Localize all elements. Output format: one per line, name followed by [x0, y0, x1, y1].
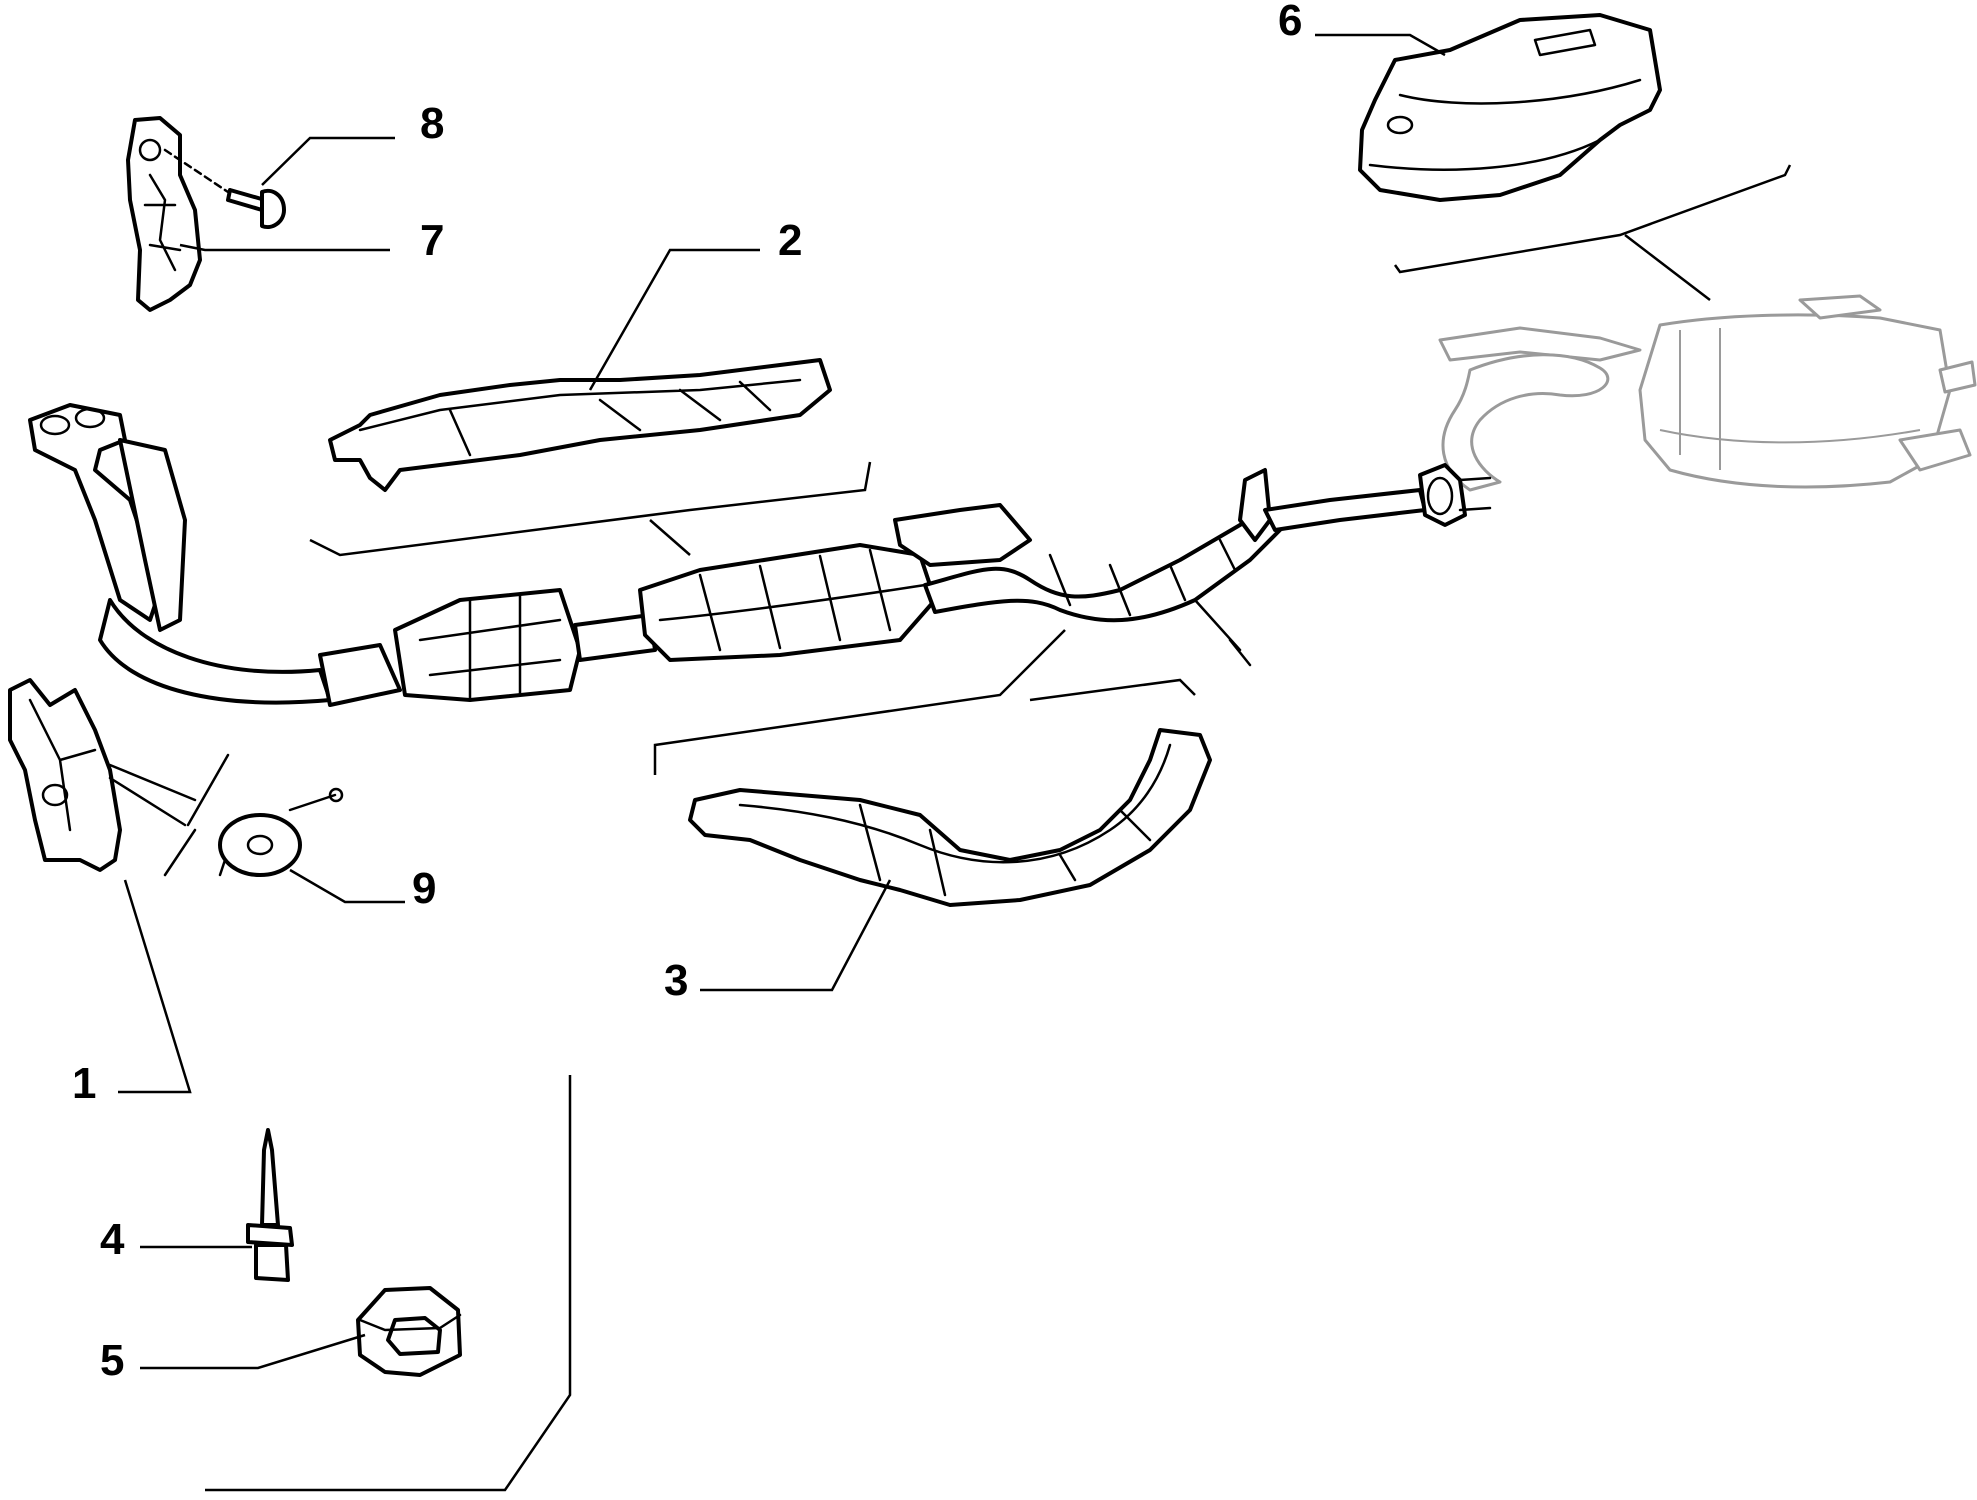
callout-6: 6 [1278, 0, 1302, 45]
callout-4: 4 [100, 1215, 125, 1264]
exhaust-pipe-assembly [28, 403, 1492, 707]
callout-9: 9 [412, 864, 436, 913]
callout-7: 7 [420, 216, 444, 265]
rivet [246, 1128, 294, 1282]
rear-silencer-shield [1358, 13, 1662, 202]
heat-shield-lower [688, 728, 1212, 907]
bracket [126, 116, 202, 312]
heat-shield-upper [328, 358, 832, 492]
callout-8: 8 [420, 99, 444, 148]
bolt [163, 148, 286, 229]
callout-5: 5 [100, 1336, 124, 1385]
side-shield [8, 678, 230, 877]
callout-3: 3 [664, 956, 688, 1005]
group-brackets [205, 164, 1792, 1492]
rear-silencer-assembly-ghost [1438, 294, 1977, 492]
leader-lines [118, 33, 1446, 1370]
clip-nut [356, 1286, 462, 1377]
callout-labels: 1 2 3 4 5 6 7 8 9 [72, 0, 1302, 1385]
callout-1: 1 [72, 1059, 96, 1108]
callout-2: 2 [778, 216, 802, 265]
clamp [218, 787, 344, 877]
